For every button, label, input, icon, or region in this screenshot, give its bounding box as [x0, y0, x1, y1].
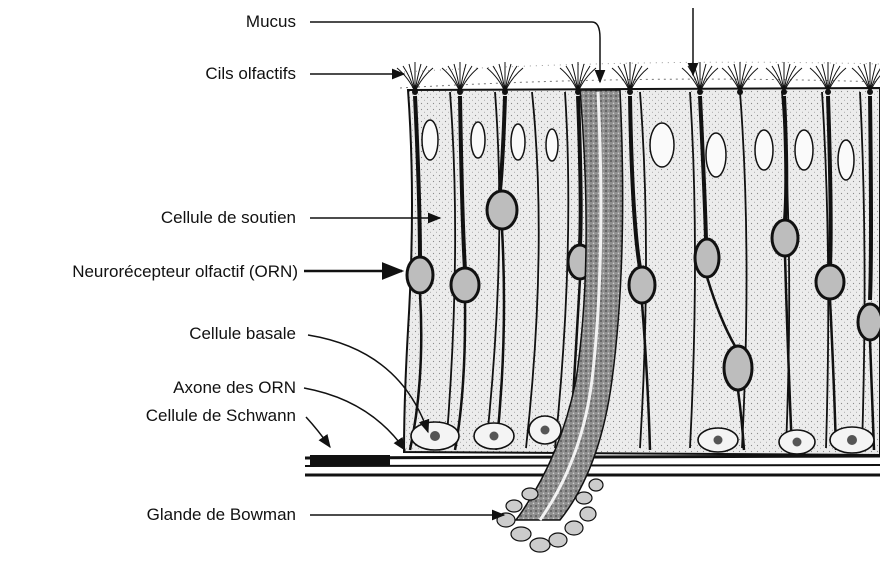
schwann-leader — [306, 417, 330, 447]
label-bowman: Glande de Bowman — [147, 505, 296, 525]
label-axon: Axone des ORN — [173, 378, 296, 398]
dendritic-knob — [867, 89, 873, 95]
dendritic-knob — [697, 89, 703, 95]
dendritic-knob — [627, 89, 633, 95]
label-schwann: Cellule de Schwann — [146, 406, 296, 426]
dendritic-knob — [412, 89, 418, 95]
dendritic-knob — [825, 89, 831, 95]
axon-leader — [304, 388, 405, 450]
label-cilia: Cils olfactifs — [205, 64, 296, 84]
label-orn: Neurorécepteur olfactif (ORN) — [72, 262, 298, 282]
label-mucus: Mucus — [246, 12, 296, 32]
dendritic-knob — [502, 89, 508, 95]
mucus-leader — [310, 22, 600, 82]
label-supporting-cell: Cellule de soutien — [161, 208, 296, 228]
dendritic-knob — [457, 89, 463, 95]
label-basal-cell: Cellule basale — [189, 324, 296, 344]
